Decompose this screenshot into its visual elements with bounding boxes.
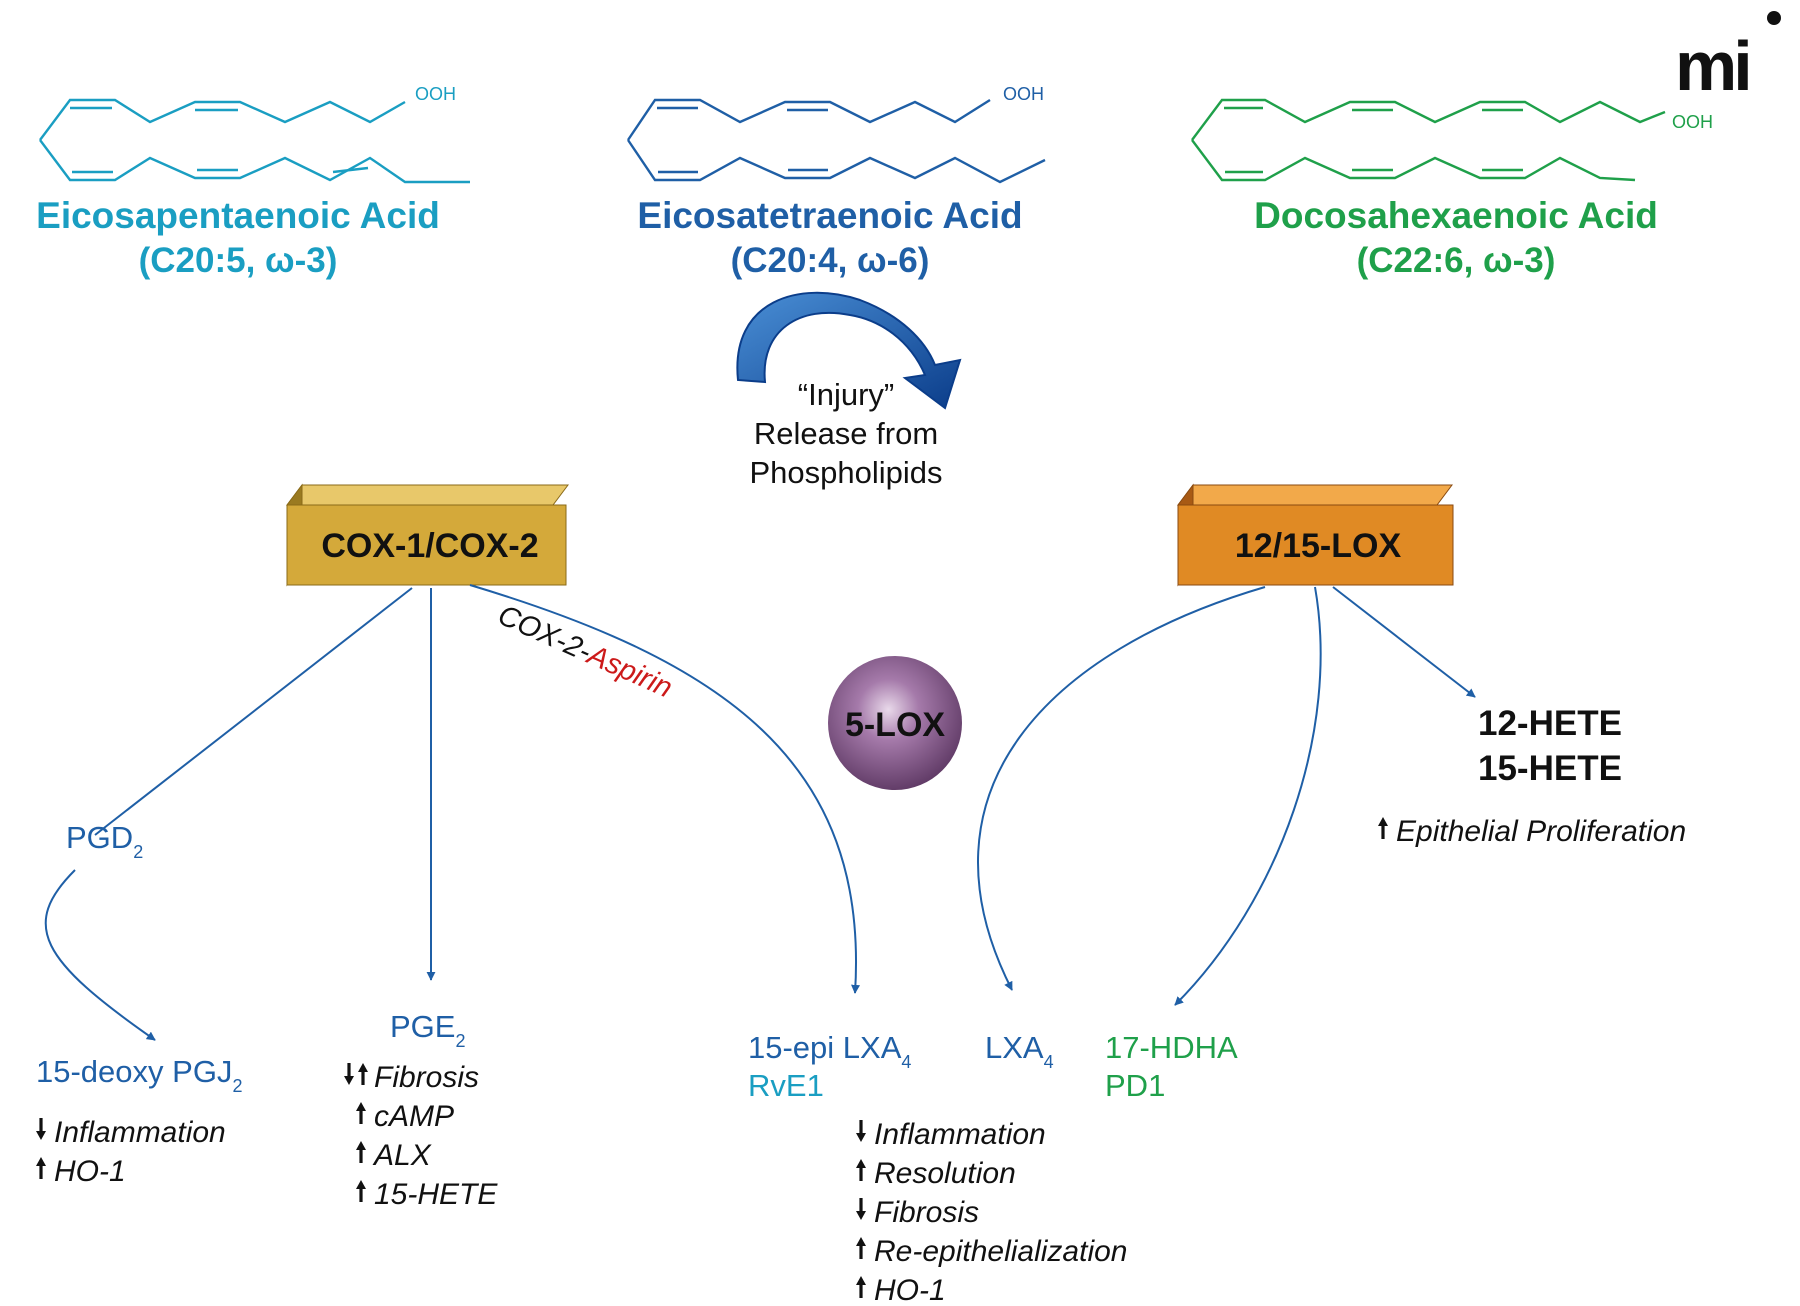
effect-item: Fibrosis xyxy=(344,1061,479,1094)
effect-text: cAMP xyxy=(374,1100,454,1133)
aa-hydroperoxy-label: OOH xyxy=(1003,84,1044,104)
five-lox-label: 5-LOX xyxy=(845,706,945,744)
hete15-label: 15-HETE xyxy=(1478,749,1622,788)
effect-item: Fibrosis xyxy=(856,1196,979,1229)
effect-text: Epithelial Proliferation xyxy=(1396,815,1686,848)
epi-lxa4-sub: 4 xyxy=(901,1052,911,1072)
lxa4-label: LXA4 xyxy=(985,1030,1054,1072)
hete12-label: 12-HETE xyxy=(1478,704,1622,743)
dha-structure xyxy=(1191,98,1666,182)
aa-structure xyxy=(627,98,1046,184)
effect-text: ALX xyxy=(372,1139,432,1172)
effect-item: Inflammation xyxy=(36,1116,226,1149)
effect-text: Inflammation xyxy=(54,1116,226,1149)
dha-name: Docosahexaenoic Acid xyxy=(1254,195,1658,236)
effect-text: HO-1 xyxy=(54,1155,126,1188)
dha-formula: (C22:6, ω-3) xyxy=(1357,241,1556,280)
epa-structure xyxy=(39,98,470,184)
release-label: Release from xyxy=(754,416,938,451)
effect-item: 15-HETE xyxy=(356,1178,498,1211)
effect-text: Fibrosis xyxy=(874,1196,979,1229)
pgd2-sub: 2 xyxy=(133,842,143,862)
epi-lxa4-label: 15-epi LXA4 xyxy=(748,1030,911,1072)
dha-hydroperoxy-label: OOH xyxy=(1672,112,1713,132)
arrow-pgd2-pgj2 xyxy=(44,869,156,1041)
effect-item: ALX xyxy=(356,1139,432,1172)
lxa4-sub: 4 xyxy=(1044,1052,1054,1072)
pge2-main: PGE xyxy=(390,1009,455,1044)
lox1215-box xyxy=(1177,483,1454,587)
arrow-cox-pgd2 xyxy=(94,587,413,836)
lox1215-label: 12/15-LOX xyxy=(1235,527,1402,565)
injury-label: “Injury” xyxy=(798,377,894,412)
five-lox-sphere xyxy=(828,656,962,790)
pgd2-main: PGD xyxy=(66,820,133,855)
hdha-label: 17-HDHA xyxy=(1105,1030,1238,1065)
effect-item: cAMP xyxy=(356,1100,454,1133)
cox2-aspirin-label: COX-2-Aspirin xyxy=(493,599,677,704)
effect-item: Epithelial Proliferation xyxy=(1378,815,1686,848)
lxa4-main: LXA xyxy=(985,1030,1044,1065)
pathway-arrows xyxy=(44,584,1476,1041)
effect-text: 15-HETE xyxy=(374,1178,498,1211)
effect-text: Re-epithelialization xyxy=(874,1235,1127,1268)
epa-formula: (C20:5, ω-3) xyxy=(139,241,338,280)
cox-box xyxy=(286,483,569,587)
aa-name: Eicosatetraenoic Acid xyxy=(637,195,1022,236)
pge2-label: PGE2 xyxy=(390,1009,465,1051)
effect-item: Resolution xyxy=(856,1157,1016,1190)
phospholipids-label: Phospholipids xyxy=(749,455,942,490)
pgj2-sub: 2 xyxy=(232,1076,242,1096)
epa-name: Eicosapentaenoic Acid xyxy=(36,195,440,236)
epa-hydroperoxy-label: OOH xyxy=(415,84,456,104)
effect-item: Re-epithelialization xyxy=(856,1235,1127,1268)
effect-item: HO-1 xyxy=(856,1274,946,1306)
effect-item: HO-1 xyxy=(36,1155,126,1188)
arrow-lox-hdha xyxy=(1174,586,1322,1006)
hete-effects: Epithelial Proliferation xyxy=(1378,815,1686,848)
effect-text: Inflammation xyxy=(874,1118,1046,1151)
rve1-label: RvE1 xyxy=(748,1068,824,1103)
effect-text: Fibrosis xyxy=(374,1061,479,1094)
pd1-label: PD1 xyxy=(1105,1068,1165,1103)
mi-logo: mi xyxy=(1675,11,1781,105)
pge2-effects: Fibrosis cAMP ALX 15-HETE xyxy=(344,1061,498,1211)
effect-text: Resolution xyxy=(874,1157,1016,1190)
arrow-lox-lxa4 xyxy=(976,586,1266,991)
lipoxin-effects: InflammationResolutionFibrosisRe-epithel… xyxy=(856,1118,1127,1306)
arrow-lox-hete xyxy=(1332,586,1476,698)
epi-lxa4-main: 15-epi LXA xyxy=(748,1030,902,1065)
aa-formula: (C20:4, ω-6) xyxy=(731,241,930,280)
aspirin-text: Aspirin xyxy=(581,638,677,704)
logo-text: mi xyxy=(1675,27,1749,105)
pgd2-label: PGD2 xyxy=(66,820,143,862)
pge2-sub: 2 xyxy=(455,1031,465,1051)
effect-text: HO-1 xyxy=(874,1274,946,1306)
pgj2-main: 15-deoxy PGJ xyxy=(36,1054,232,1089)
effect-item: Inflammation xyxy=(856,1118,1046,1151)
curved-release-arrow xyxy=(736,291,962,410)
deoxy-pgj2-label: 15-deoxy PGJ2 xyxy=(36,1054,242,1096)
arrow-cox-epi-lxa4 xyxy=(469,584,861,994)
cox-label: COX-1/COX-2 xyxy=(321,527,538,565)
